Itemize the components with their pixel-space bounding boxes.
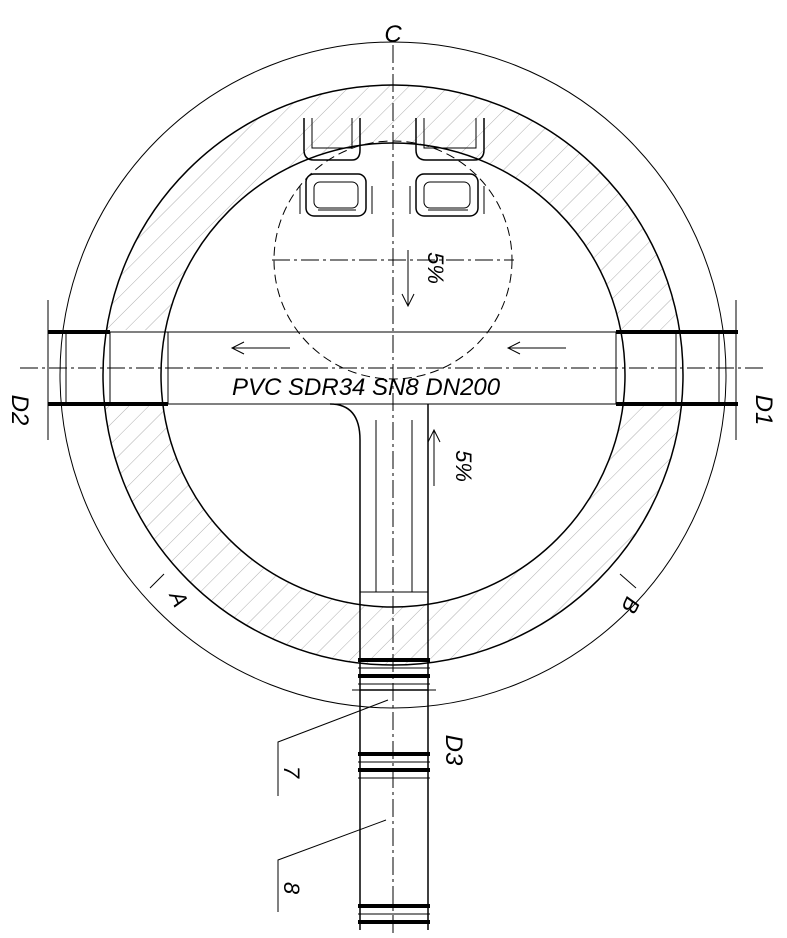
section-a-tick (149, 573, 165, 589)
pipe-spec-label: PVC SDR34 SN8 DN200 (232, 374, 501, 401)
callout-8-leader (277, 819, 387, 912)
callout-8-label: 8 (279, 882, 304, 895)
slope-arrow-bottom (427, 428, 441, 486)
slope-arrow-top (401, 250, 415, 308)
callout-7-label: 7 (279, 766, 304, 779)
d2-label: D2 (6, 395, 33, 426)
section-c-label: C (384, 21, 402, 48)
callout-7-leader (277, 699, 389, 796)
flow-arrow-left (230, 341, 290, 355)
outlet-socket-3 (358, 904, 430, 924)
slope-top-label: 5% (423, 252, 448, 284)
d3-label: D3 (440, 735, 467, 766)
outlet-socket-2 (358, 752, 430, 779)
flow-arrow-right (506, 341, 566, 355)
d1-label: D1 (750, 395, 777, 426)
step-iron-right (409, 118, 485, 217)
branch-pipe-left-wall (329, 403, 361, 660)
through-pipe-fill (48, 332, 738, 404)
slope-bottom-label: 5% (451, 450, 476, 482)
section-b-tick (619, 573, 637, 589)
step-iron-left (299, 118, 373, 217)
